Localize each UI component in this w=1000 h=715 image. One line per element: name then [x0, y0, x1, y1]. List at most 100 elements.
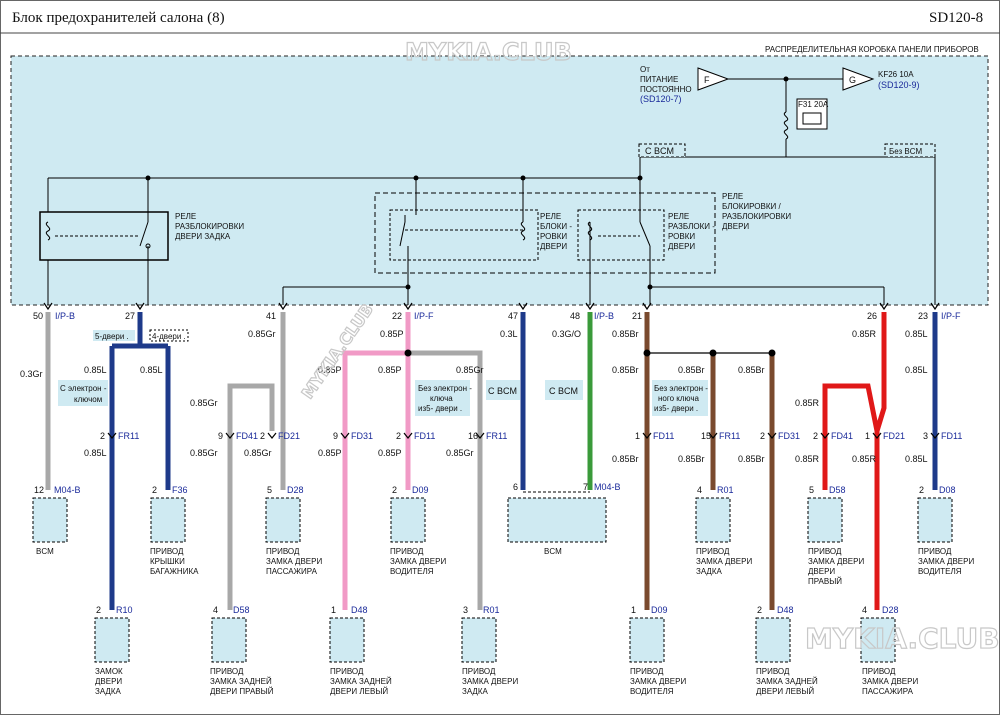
device-connector: D28 — [287, 485, 304, 495]
watermark: MYKIA.CLUB — [405, 38, 572, 66]
device-box — [917, 497, 953, 543]
wire-label: 0.85Br — [678, 365, 705, 375]
device-box — [461, 617, 497, 663]
connector-g-label: G — [849, 75, 856, 85]
wire-label: 0.85Gr — [190, 448, 218, 458]
mid-connector-name: FD41 — [236, 431, 258, 441]
wire-blue-27 — [109, 312, 171, 610]
device-connector: D09 — [651, 605, 668, 615]
device-pin: 1 — [331, 605, 336, 615]
device-label: ЗАМКА ДВЕРИ — [862, 677, 918, 686]
power-label-2: ПИТАНИЕ — [640, 75, 678, 84]
power-label-1: От — [640, 65, 650, 74]
relay-group-label-3: РАЗБЛОКИРОВКИ — [722, 212, 791, 221]
wire-label: 0.85Gr — [244, 448, 272, 458]
wire-label: 0.85Gr — [456, 365, 484, 375]
relay-trunk-label-1: РЕЛЕ — [175, 212, 196, 221]
relay-unlock-box — [577, 209, 665, 261]
device-label: ЗАДКА — [95, 687, 122, 696]
device-label: ЗАДКА — [462, 687, 489, 696]
wire-label: 0.85L — [140, 365, 163, 375]
wire-label: 0.85P — [378, 448, 402, 458]
device-label: ПРИВОД — [462, 667, 496, 676]
relay-lock-box — [389, 209, 539, 261]
mid-connector-pin: 16 — [468, 431, 478, 441]
pin-marker-icon — [930, 302, 940, 311]
pin-48-wire: 0.3G/O — [552, 329, 581, 339]
opt-immob-1: С электрон - — [60, 384, 107, 393]
device-label: ЗАМКА ДВЕРИ — [462, 677, 518, 686]
mid-connector-name: FD11 — [653, 431, 674, 441]
relay-trunk-label-3: ДВЕРИ ЗАДКА — [175, 232, 231, 241]
opt-nokey1-1: Без электрон - — [418, 384, 472, 393]
device-connector: R01 — [717, 485, 734, 495]
device-pin: 2 — [757, 605, 762, 615]
relay-group-label-2: БЛОКИРОВКИ / — [722, 202, 781, 211]
device-label: ПРИВОД — [210, 667, 244, 676]
pin-marker-icon — [135, 302, 145, 311]
wire-label: 0.85Br — [738, 454, 765, 464]
device-label: ПРИВОД — [150, 547, 184, 556]
wire-label: 0.85Gr — [446, 448, 474, 458]
device-pin: 4 — [862, 605, 867, 615]
device-label: ПРИВОД — [390, 547, 424, 556]
mid-connector-pin: 9 — [333, 431, 338, 441]
device-label: ПРИВОД — [630, 667, 664, 676]
wire-label: 0.85P — [378, 365, 402, 375]
out-label: KF26 10A — [878, 70, 914, 79]
opt-nokey1-3: из5- двери . — [418, 404, 462, 413]
device-pin: 2 — [152, 485, 157, 495]
wire-label: 0.85Br — [738, 365, 765, 375]
watermark: MYKIA.CLUB — [805, 622, 1000, 655]
device-box — [629, 617, 665, 663]
relay-unlock-label-1: РЕЛЕ — [668, 212, 689, 221]
device-label: ЗАМОК — [95, 667, 123, 676]
device-connector: M04-B — [594, 482, 621, 492]
wire-label: 0.85P — [318, 365, 342, 375]
mid-connector-name: FR11 — [719, 431, 740, 441]
device-pin: 6 — [513, 482, 518, 492]
device-box — [211, 617, 247, 663]
fuse-label: F31 20A — [798, 100, 829, 109]
device-label: ДВЕРИ ЛЕВЫЙ — [756, 687, 814, 696]
relay-lock-label-3: РОВКИ — [540, 232, 567, 241]
device-connector: D58 — [233, 605, 250, 615]
wire-label: 0.85P — [318, 448, 342, 458]
opt-door5: 5-двери . — [95, 332, 129, 341]
relay-trunk-label-2: РАЗБЛОКИРОВКИ — [175, 222, 244, 231]
pin-27-num: 27 — [125, 311, 135, 321]
mid-connector-pin: 2 — [760, 431, 765, 441]
device-connector: D48 — [777, 605, 794, 615]
mid-connector-pin: 2 — [100, 431, 105, 441]
pin-22-wire: 0.85P — [380, 329, 404, 339]
device-label: ВОДИТЕЛЯ — [918, 567, 962, 576]
device-pin: 4 — [697, 485, 702, 495]
device-pin: 5 — [267, 485, 272, 495]
device-pin: 3 — [463, 605, 468, 615]
pin-marker-icon — [278, 302, 288, 311]
pin-48-conn: I/P-B — [594, 311, 614, 321]
device-label: ЗАДКА — [696, 567, 723, 576]
mid-connector-pin: 2 — [260, 431, 265, 441]
device-box — [94, 617, 130, 663]
pin-marker-icon — [879, 302, 889, 311]
pin-22-conn: I/P-F — [414, 311, 434, 321]
device-label: BCM — [544, 547, 562, 556]
device-label: ПАССАЖИРА — [862, 687, 914, 696]
device-label: ПРИВОД — [696, 547, 730, 556]
pin-22-num: 22 — [392, 311, 402, 321]
page-code: SD120-8 — [929, 10, 983, 26]
opt-no-bcm-label: Без BCM — [889, 147, 923, 156]
relay-lock-coil-icon — [520, 221, 526, 241]
pin-marker-icon — [642, 302, 652, 311]
fuse-icon — [783, 111, 789, 140]
pin-marker-icon — [585, 302, 595, 311]
connector-g-symbol — [842, 67, 875, 91]
opt-nokey2-2: ного ключа — [658, 394, 700, 403]
pin-23-conn: I/P-F — [941, 311, 961, 321]
connector-chevron-icon — [930, 432, 940, 439]
device-label: ЗАМКА ДВЕРИ — [696, 557, 752, 566]
opt-immob-2: ключом — [74, 395, 102, 404]
device-box — [507, 497, 607, 543]
